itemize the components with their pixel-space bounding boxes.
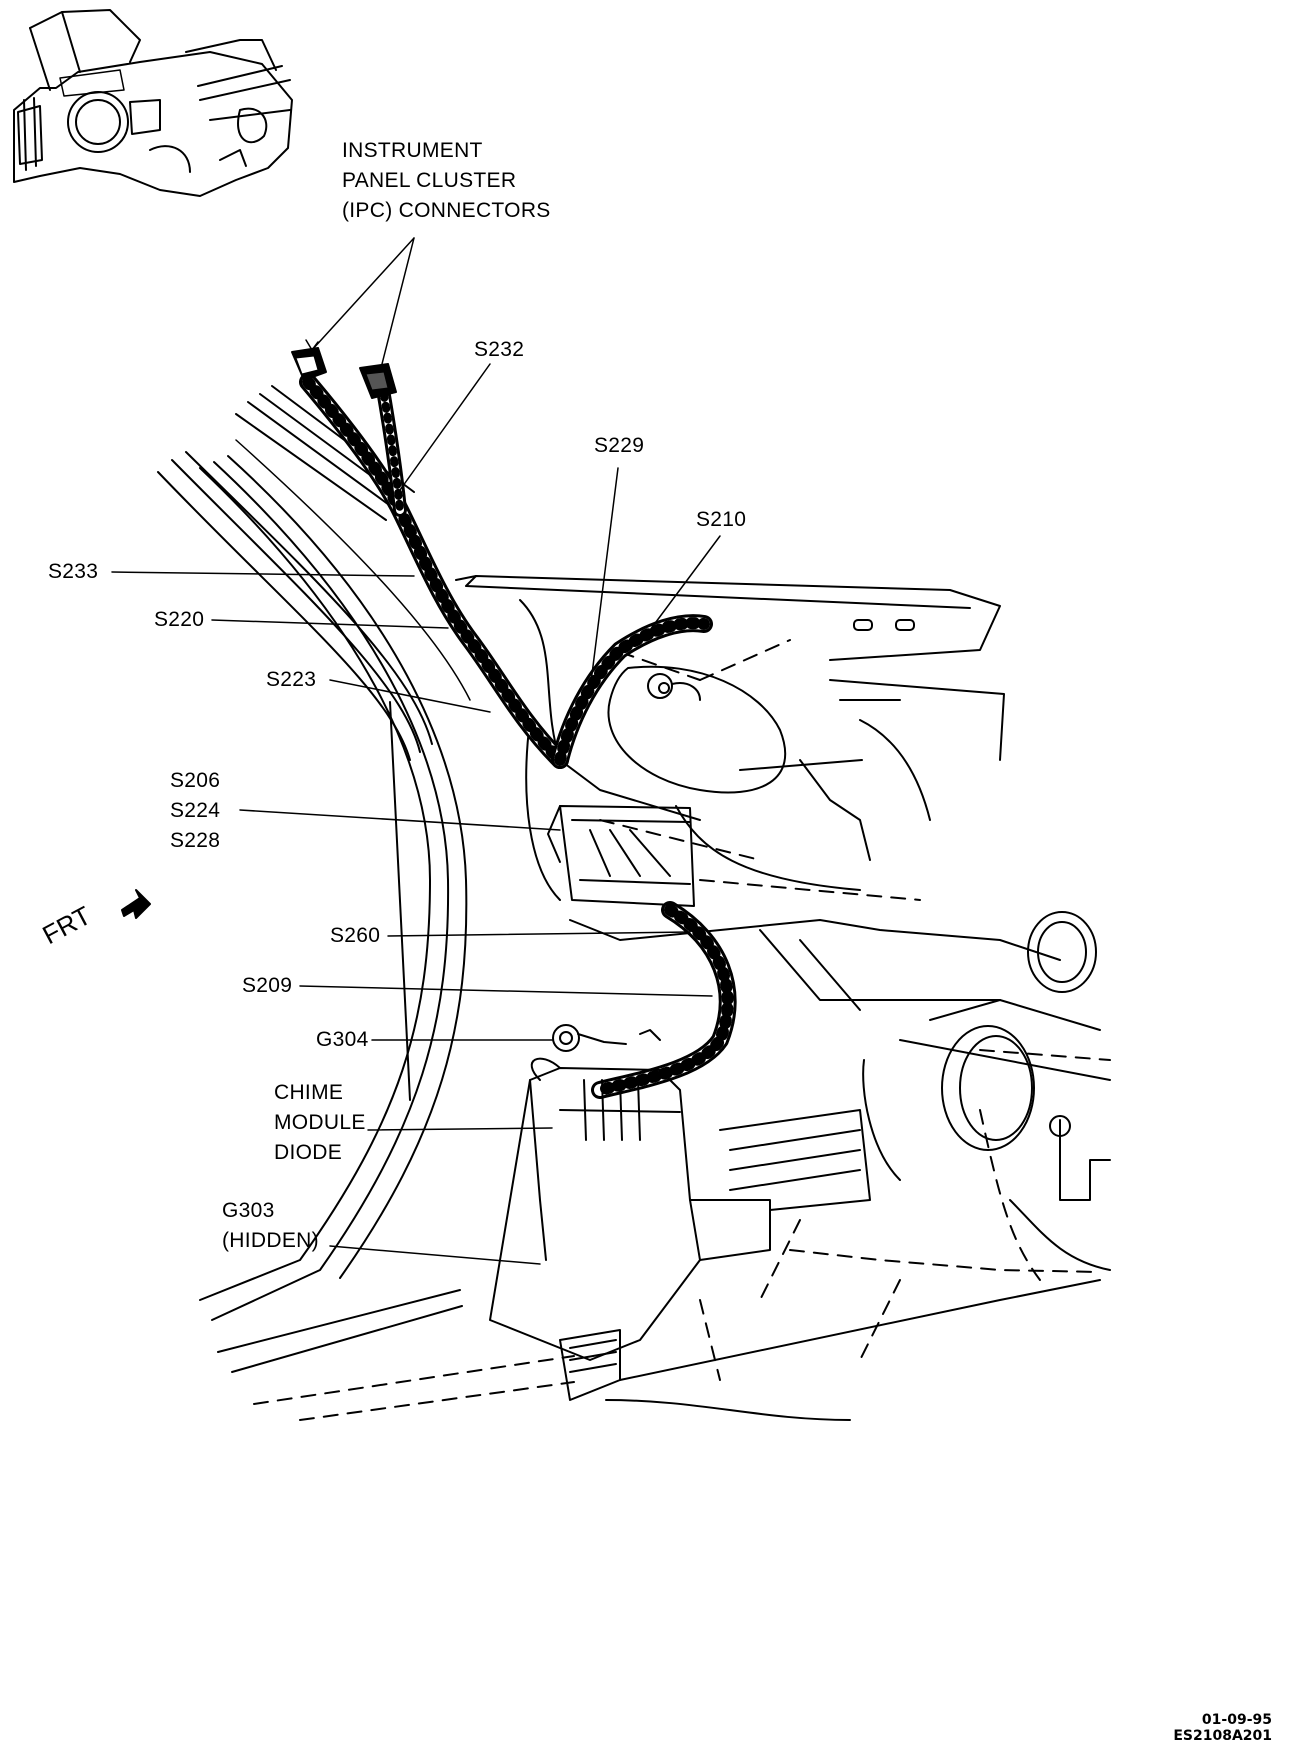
g303-label-line-2: (HIDDEN) [222,1229,319,1252]
splice-s229-label: S229 [594,434,645,457]
chime-label-line-3: DIODE [274,1141,343,1164]
splice-s220-label: S220 [154,608,205,631]
panel-grommets [647,673,1111,1201]
door-opening-curves [199,455,575,1421]
chime-label-line-1: CHIME [274,1081,344,1104]
ipc-connectors-label: INSTRUMENT PANEL CLUSTER (IPC) CONNECTOR… [342,136,551,226]
splice-s223-label: S223 [266,668,317,691]
vehicle-locator-sketch [13,9,293,197]
g304-ground [552,1024,661,1052]
dash-panel-structure [455,575,1111,1421]
splice-s233-label: S233 [48,560,99,583]
front-arrow-icon [121,889,151,919]
ground-g304-label: G304 [316,1028,369,1051]
splice-s209-label: S209 [242,974,293,997]
ground-g303-label: G303 (HIDDEN) [222,1196,319,1256]
ipc-label-line-2: PANEL CLUSTER [342,169,517,192]
splice-s210-label: S210 [696,508,747,531]
splice-s206-label: S206 [170,769,221,792]
figure-code: ES2108A201 [1173,1728,1272,1744]
ipc-label-line-3: (IPC) CONNECTORS [342,199,551,222]
wire-harness [299,373,737,1099]
figure-footer: 01-09-95 ES2108A201 [1173,1712,1272,1744]
splice-s228-label: S228 [170,829,221,852]
leader-lines [111,237,721,1265]
splice-s224-label: S224 [170,799,221,822]
ipc-connectors [291,347,397,399]
splice-s260-label: S260 [330,924,381,947]
chime-module-diode-label: CHIME MODULE DIODE [274,1078,366,1168]
chime-label-line-2: MODULE [274,1111,366,1134]
figure-date: 01-09-95 [1201,1712,1272,1728]
chime-module [489,1057,871,1401]
g303-label-line-1: G303 [222,1199,275,1222]
ipc-label-line-1: INSTRUMENT [342,139,483,162]
splice-s232-label: S232 [474,338,525,361]
splice-s206-group-label: S206 S224 S228 [170,766,220,856]
junction-bracket [547,805,695,907]
